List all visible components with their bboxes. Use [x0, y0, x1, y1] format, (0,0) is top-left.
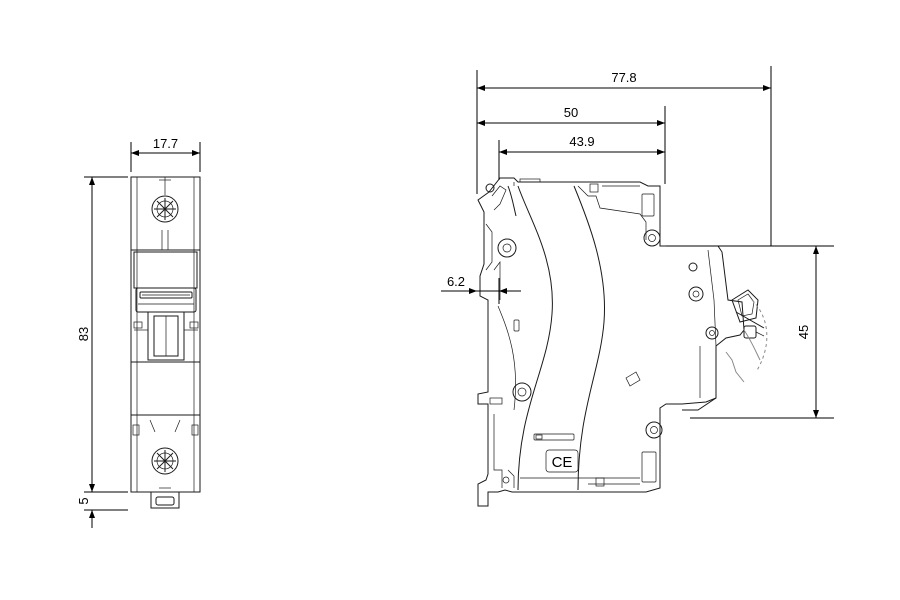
top-terminal-screw-icon [151, 177, 179, 223]
front-view [130, 176, 201, 509]
dim-front-height-45: 45 [666, 245, 834, 419]
dim-overall-depth: 77.8 [476, 66, 772, 246]
side-toggle [731, 289, 765, 339]
dim-front-width: 17.7 [130, 136, 201, 172]
toggle-handle [135, 287, 197, 313]
clip-height-label: 5 [76, 497, 91, 504]
housing-curve-left [517, 185, 553, 491]
dim-clip: 5 [76, 497, 128, 528]
overall-depth-label: 77.8 [611, 70, 636, 85]
side-body-outline [477, 177, 745, 507]
depth-label: 50 [564, 105, 578, 120]
bottom-terminal-screw-icon [151, 447, 179, 489]
ce-mark: CE [552, 454, 573, 471]
inner-depth-label: 43.9 [569, 134, 594, 149]
front-height-45-label: 45 [796, 325, 811, 339]
dim-inner-depth: 43.9 [498, 134, 665, 180]
dim-rail-offset: 6.2 [441, 274, 521, 304]
din-clip [150, 492, 180, 509]
front-width-label: 17.7 [153, 136, 178, 151]
housing-curve-mid [573, 185, 606, 491]
side-view: CE [477, 177, 768, 507]
rail-offset-label: 6.2 [447, 274, 465, 289]
front-height-label: 83 [76, 327, 91, 341]
dim-depth: 50 [477, 105, 666, 184]
front-body-outline [130, 176, 201, 493]
dim-front-height: 83 [76, 176, 128, 493]
